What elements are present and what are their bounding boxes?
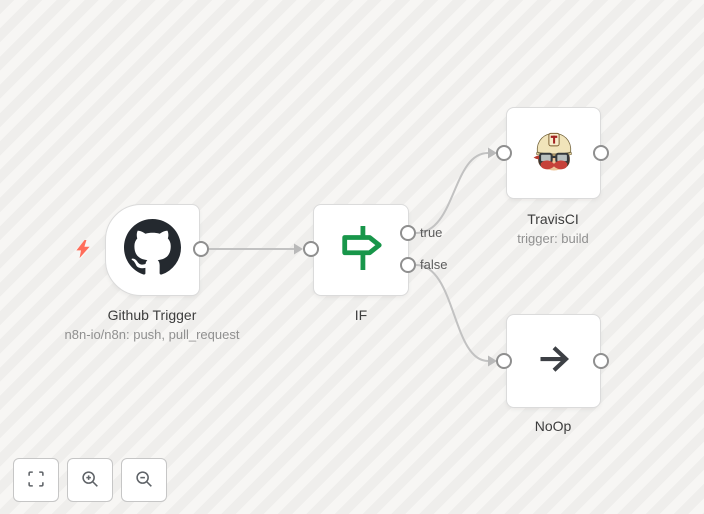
node-title: IF <box>354 307 368 323</box>
noop-input-endpoint[interactable] <box>496 353 512 369</box>
if-output-false-endpoint[interactable] <box>400 257 416 273</box>
if-input-endpoint[interactable] <box>303 241 319 257</box>
node-title: TravisCI <box>527 211 579 227</box>
if-output-true-label: true <box>420 225 443 240</box>
zoom-to-fit-icon <box>25 468 47 493</box>
zoom-to-fit-button[interactable] <box>13 458 59 502</box>
travisci-caption: TravisCI trigger: build <box>403 209 703 249</box>
travisci-icon <box>528 125 580 182</box>
node-title: NoOp <box>534 418 572 434</box>
connection-github-to-if[interactable] <box>209 243 303 255</box>
node-travisci[interactable] <box>506 107 601 199</box>
node-github-trigger[interactable] <box>105 204 200 296</box>
arrow-right-icon <box>533 338 575 385</box>
node-title: Github Trigger <box>107 307 197 323</box>
node-if[interactable] <box>313 204 409 296</box>
zoom-in-button[interactable] <box>67 458 113 502</box>
trigger-bolt-icon <box>73 239 93 264</box>
if-caption: IF <box>211 305 511 325</box>
connection-if-false-to-noop[interactable] <box>415 264 497 367</box>
node-noop[interactable] <box>506 314 601 408</box>
github-output-endpoint[interactable] <box>193 241 209 257</box>
canvas-controls <box>13 458 167 502</box>
travisci-input-endpoint[interactable] <box>496 145 512 161</box>
zoom-out-icon <box>133 468 155 493</box>
noop-caption: NoOp <box>403 416 703 436</box>
zoom-in-icon <box>79 468 101 493</box>
noop-output-endpoint[interactable] <box>593 353 609 369</box>
if-output-true-endpoint[interactable] <box>400 225 416 241</box>
github-trigger-caption: Github Trigger n8n-io/n8n: push, pull_re… <box>2 305 302 345</box>
signpost-icon <box>338 223 384 278</box>
if-output-false-label: false <box>420 257 448 272</box>
travisci-output-endpoint[interactable] <box>593 145 609 161</box>
github-icon <box>124 219 181 281</box>
connection-if-true-to-travisci[interactable] <box>415 147 497 234</box>
node-subtitle: n8n-io/n8n: push, pull_request <box>64 327 240 342</box>
node-subtitle: trigger: build <box>517 231 589 246</box>
zoom-out-button[interactable] <box>121 458 167 502</box>
